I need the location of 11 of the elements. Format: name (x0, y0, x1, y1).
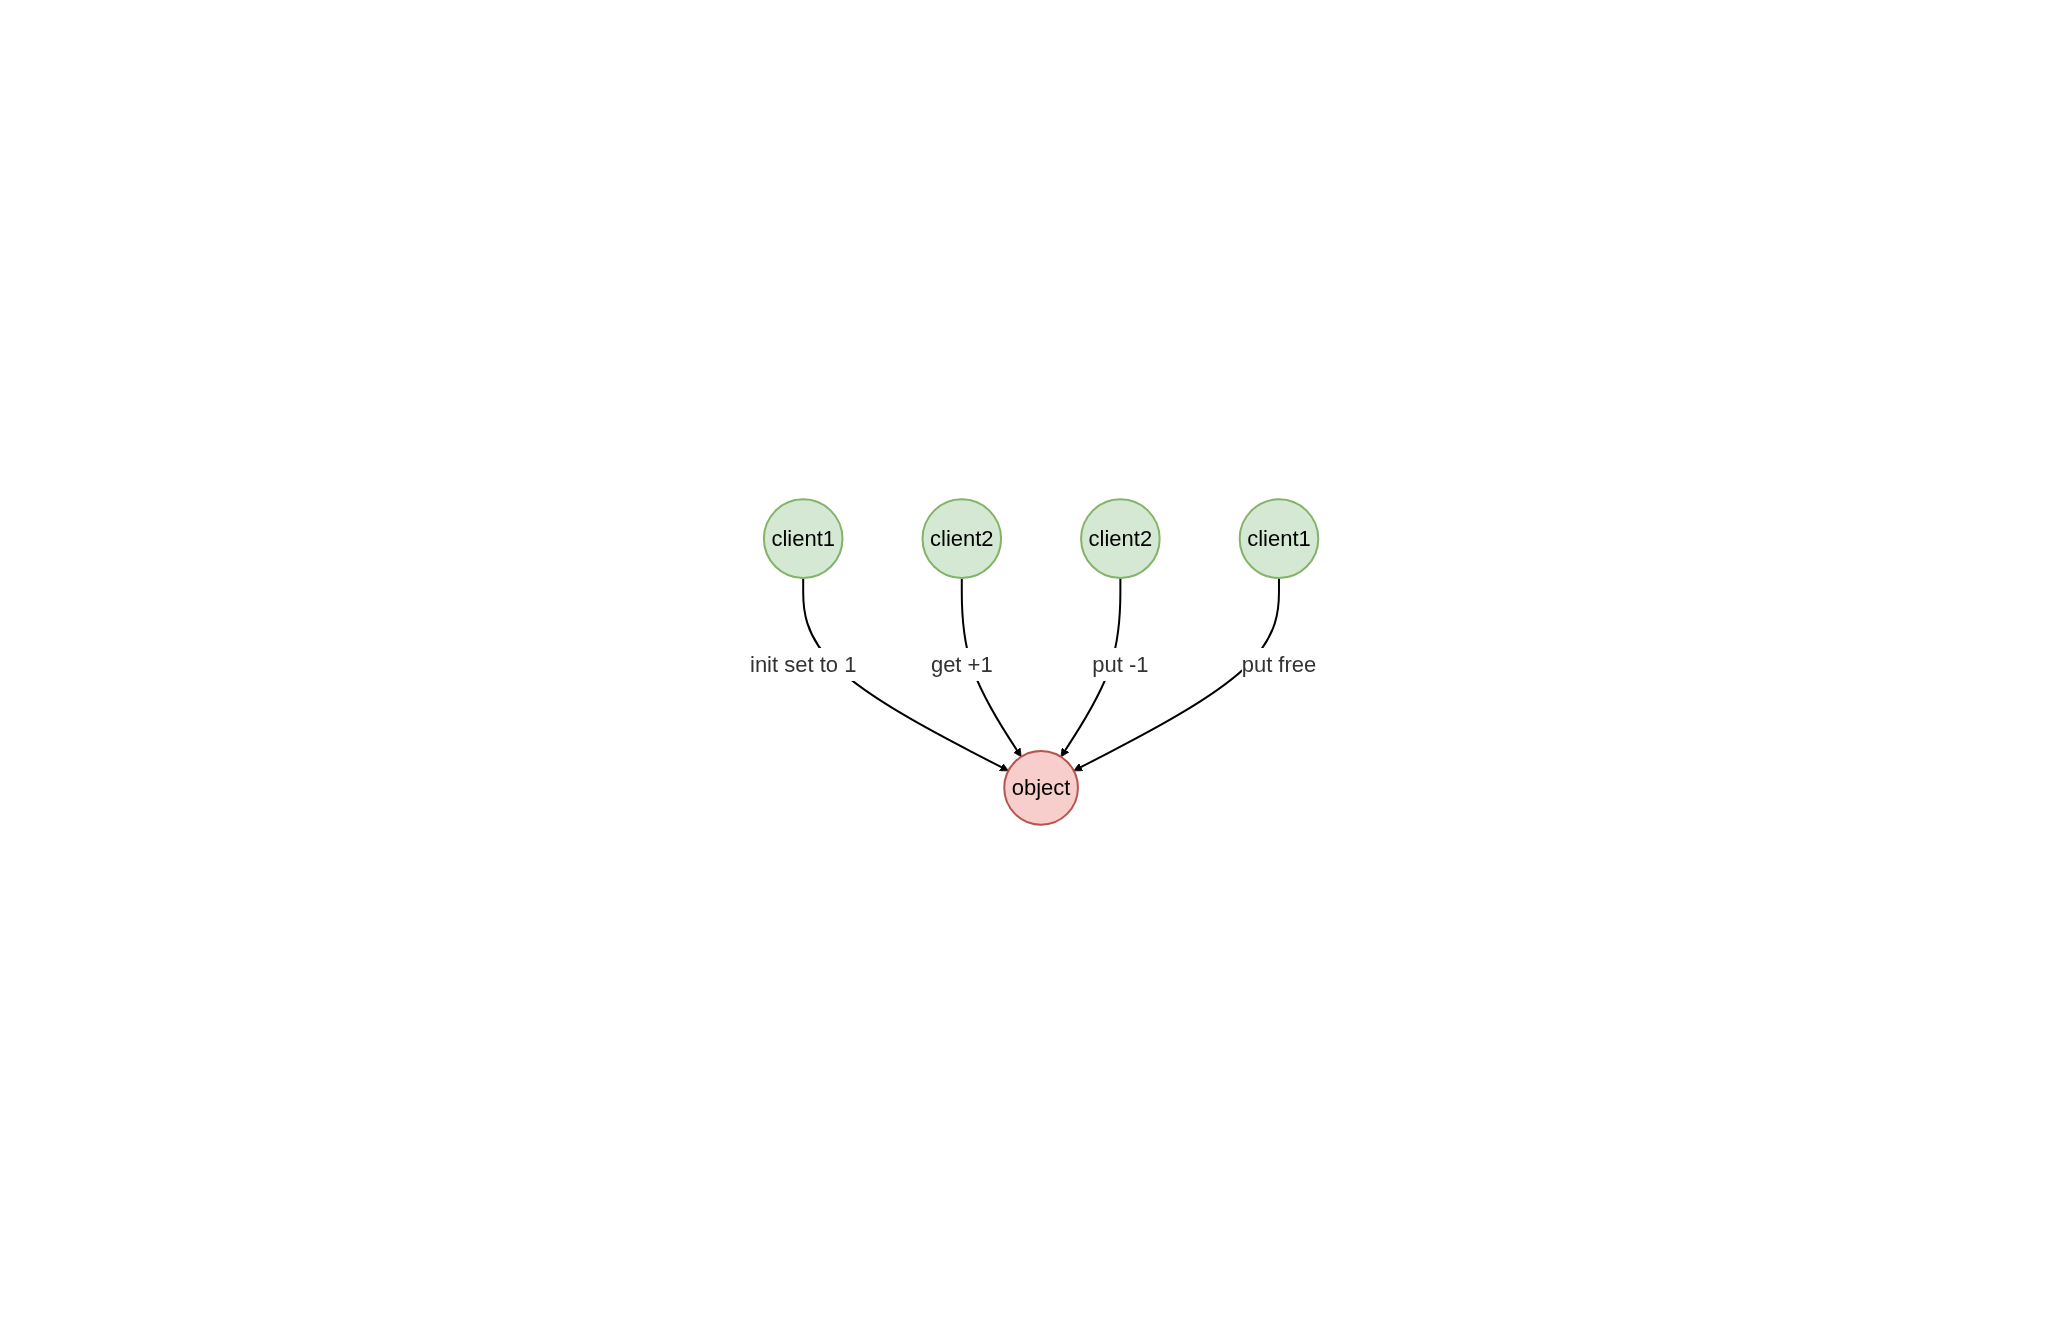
edge-label: put free (1241, 651, 1317, 677)
node-circle: client1 (1238, 498, 1320, 579)
arrow (802, 576, 1009, 772)
node-circle: object (1003, 749, 1079, 826)
node-circle: client2 (1079, 498, 1161, 579)
node-circle: client1 (762, 498, 844, 579)
edge-label: get +1 (930, 651, 993, 677)
arrow (1073, 576, 1280, 772)
node-circle: client2 (921, 498, 1002, 579)
edge-label: put -1 (1092, 651, 1149, 677)
edge-label: init set to 1 (749, 651, 857, 677)
